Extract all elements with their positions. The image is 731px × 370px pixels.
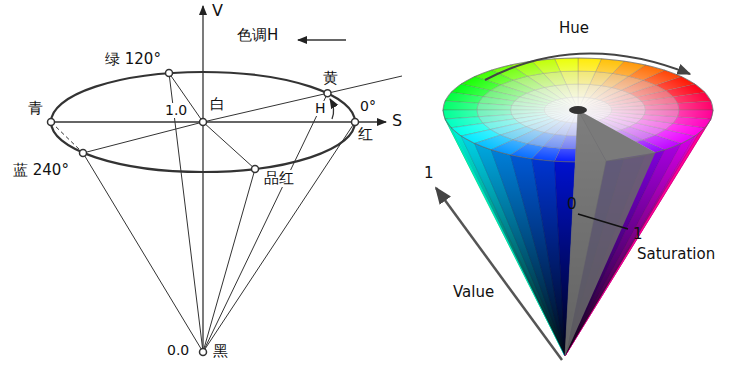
scale-number: 1 (632, 226, 644, 243)
hue-label: 色调H (236, 27, 279, 44)
vertex-label: 绿 120° (104, 51, 162, 68)
vertex-label: 蓝 240° (12, 162, 70, 179)
scale-number: 0 (566, 196, 578, 213)
axis-label: Saturation (636, 246, 716, 263)
axis-label: S (391, 112, 403, 130)
axis-label: Value (452, 284, 495, 301)
vertex-label: 品红 (263, 170, 295, 187)
scale-number: 1 (423, 165, 435, 182)
vertex-label: 黑 (212, 343, 229, 360)
value-label: 0.0 (166, 343, 190, 358)
vertex-label: 黄 (322, 70, 339, 87)
vertex-label: 白 (209, 96, 226, 113)
hsv-hexcone (48, 6, 403, 356)
vertex-label: 红 (357, 126, 374, 143)
axis-label: V (211, 2, 224, 20)
hsv-cone (443, 58, 713, 356)
cone-arrows (436, 53, 690, 360)
value-label: 1.0 (164, 103, 188, 118)
vertex-label: 青 (27, 100, 44, 117)
angle-label: 0° (359, 99, 377, 114)
axis-label: Hue (558, 20, 590, 37)
angle-label: H (314, 101, 327, 116)
